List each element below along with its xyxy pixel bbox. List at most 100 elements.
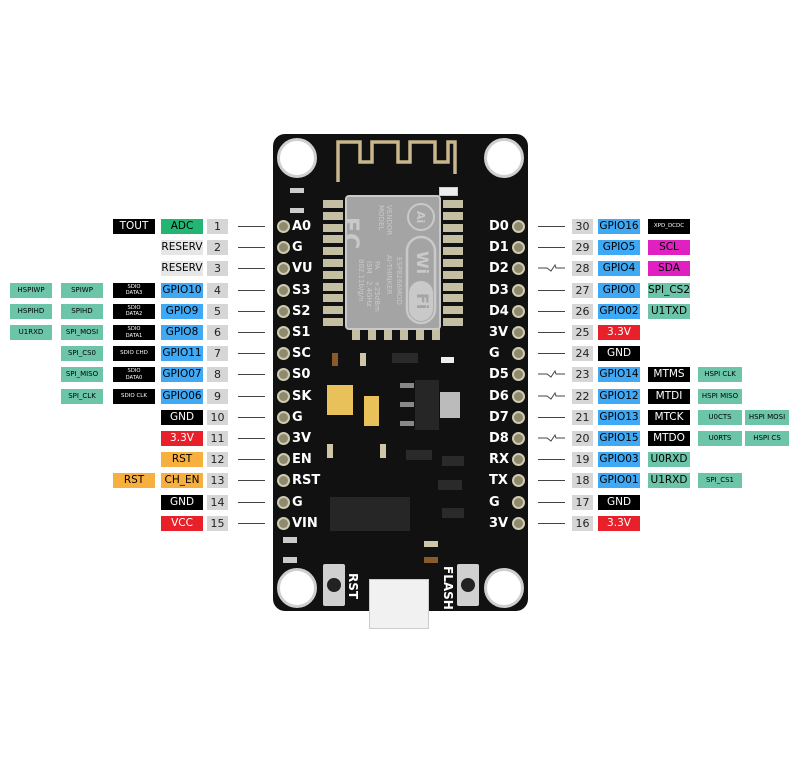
flash-button-cap[interactable] <box>461 578 475 592</box>
header-pin-vin[interactable] <box>277 516 290 530</box>
header-pin-rst[interactable] <box>277 474 290 488</box>
pin-label-gpio8: GPIO8 <box>161 325 203 340</box>
usb-serial-chip <box>330 497 410 531</box>
pin-wire <box>238 247 265 249</box>
module-pad-right <box>443 259 463 267</box>
resistor <box>380 444 386 458</box>
rst-button-cap[interactable] <box>327 578 341 592</box>
board-pin-name: VIN <box>292 515 318 531</box>
pin-wire <box>538 480 565 482</box>
svg-text:VENDOR: VENDOR <box>385 205 393 235</box>
header-pin-en[interactable] <box>277 453 290 467</box>
header-pin-g[interactable] <box>277 410 290 424</box>
header-pin-d3[interactable] <box>512 283 525 297</box>
header-pin-3v[interactable] <box>512 516 525 530</box>
header-pin-d7[interactable] <box>512 410 525 424</box>
board-pin-name: S1 <box>292 325 311 340</box>
board-pin-name: S2 <box>292 303 311 319</box>
pin-label-gpio13: GPIO13 <box>598 409 640 425</box>
board-pin-name: 3V <box>489 515 509 531</box>
pin-wire <box>538 522 565 524</box>
header-pin-d2[interactable] <box>512 262 525 276</box>
pin-number: 28 <box>572 261 593 277</box>
pin-label-spi-clk: SPI_CLK <box>61 388 103 404</box>
pin-label-gpio06: GPIO06 <box>161 388 203 404</box>
svg-text:Fi: Fi <box>413 293 432 309</box>
pin-number: 12 <box>207 452 228 468</box>
header-pin-d0[interactable] <box>512 220 525 233</box>
header-pin-3v[interactable] <box>277 432 290 445</box>
pin-label-gnd: GND <box>161 409 203 425</box>
module-pad-bottom <box>400 326 408 340</box>
board-pin-name: A0 <box>292 219 312 234</box>
flash-button[interactable] <box>457 564 479 606</box>
pin-label-u1rxd: U1RXD <box>10 325 52 340</box>
header-pin-3v[interactable] <box>512 326 525 339</box>
pin-label-mtms: MTMS <box>648 367 690 383</box>
header-pin-d1[interactable] <box>512 241 525 255</box>
header-pin-s2[interactable] <box>277 304 290 318</box>
header-pin-g[interactable] <box>512 347 525 361</box>
header-pin-d8[interactable] <box>512 432 525 445</box>
mount-hole-bottom-left <box>277 568 317 608</box>
ic-chip <box>392 353 418 363</box>
header-pin-d5[interactable] <box>512 368 525 382</box>
pin-label-gpio02: GPIO02 <box>598 303 640 319</box>
pin-label-sdio-clk: SDIO CLK <box>113 388 155 404</box>
ic-chip <box>406 450 432 460</box>
header-pin-g[interactable] <box>277 495 290 509</box>
pin-label-gpio4: GPIO4 <box>598 261 640 277</box>
pin-number: 22 <box>572 388 593 404</box>
header-pin-g[interactable] <box>512 495 525 509</box>
pin-label-gnd: GND <box>598 346 640 362</box>
resistor <box>283 557 297 563</box>
header-pin-rx[interactable] <box>512 453 525 467</box>
label-line: DATA1 <box>125 332 143 339</box>
header-pin-s0[interactable] <box>277 368 290 382</box>
label-line: SDIO <box>127 326 141 332</box>
pin-wire <box>238 289 265 291</box>
pin-label-gnd: GND <box>598 494 640 510</box>
module-pad-right <box>443 223 463 232</box>
header-pin-g[interactable] <box>277 241 290 255</box>
rst-button[interactable] <box>323 564 345 606</box>
pin-number: 14 <box>207 494 228 510</box>
resistor <box>441 357 454 363</box>
pin-label-adc: ADC <box>161 219 203 234</box>
svg-text:F: F <box>347 217 362 232</box>
header-pin-vu[interactable] <box>277 262 290 276</box>
pin-label-spi-cs0: SPI_CS0 <box>61 346 103 362</box>
module-pad-right <box>443 306 463 315</box>
pin-label-hspiwp: HSPIWP <box>10 282 52 298</box>
power-led <box>439 187 458 196</box>
header-pin-s1[interactable] <box>277 326 290 339</box>
pin-number: 11 <box>207 431 228 446</box>
pin-number: 26 <box>572 303 593 319</box>
pin-label-vcc: VCC <box>161 515 203 531</box>
pin-wire <box>238 332 265 333</box>
pin-number: 2 <box>207 240 228 256</box>
header-pin-sc[interactable] <box>277 347 290 361</box>
header-pin-s3[interactable] <box>277 283 290 297</box>
resistor <box>424 557 438 563</box>
regulator-tab <box>440 392 460 418</box>
board-pin-name: D0 <box>489 219 509 234</box>
pin-label-tout: TOUT <box>113 219 155 234</box>
micro-usb-port[interactable] <box>369 579 429 629</box>
header-pin-sk[interactable] <box>277 389 290 403</box>
header-pin-a0[interactable] <box>277 220 290 233</box>
pin-label-spi-miso: SPI_MISO <box>61 367 103 383</box>
resistor <box>360 353 366 366</box>
module-pad-left <box>323 211 343 220</box>
header-pin-d4[interactable] <box>512 304 525 318</box>
pin-label-gpio9: GPIO9 <box>161 303 203 319</box>
resistor <box>424 541 438 547</box>
header-pin-d6[interactable] <box>512 389 525 403</box>
pin-wire <box>538 501 565 503</box>
module-pad-right <box>443 294 463 303</box>
pin-wire <box>238 522 265 524</box>
pin-number: 13 <box>207 473 228 489</box>
module-pad-right <box>443 211 463 220</box>
label-line: DATA3 <box>125 290 143 297</box>
header-pin-tx[interactable] <box>512 474 525 488</box>
